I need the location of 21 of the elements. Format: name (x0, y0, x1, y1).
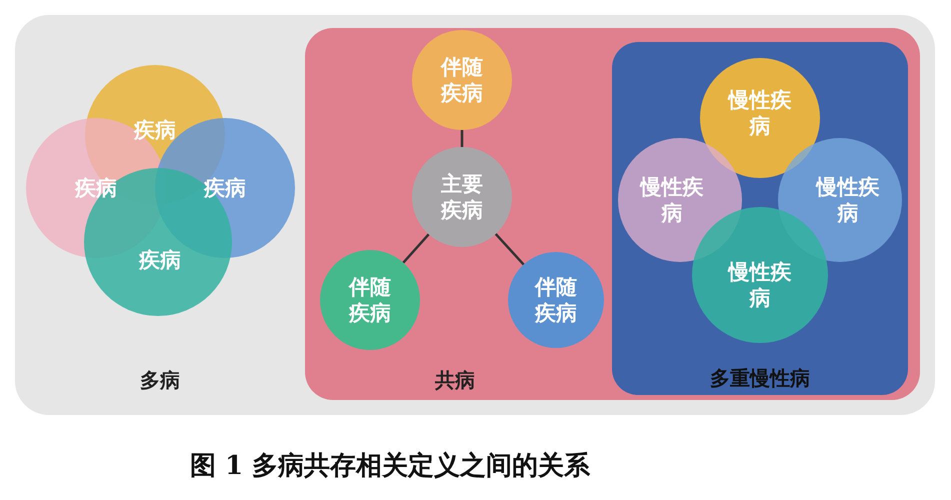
circle-label: 慢性疾病 (814, 174, 880, 226)
panel-background (305, 28, 920, 400)
panel-background (15, 15, 935, 415)
circle-label: 慢性疾病 (726, 87, 792, 139)
circle-label: 疾病 (138, 247, 182, 273)
circle-label: 慢性疾病 (638, 174, 704, 226)
circle-label: 疾病 (132, 117, 177, 143)
circle-label: 伴随疾病 (439, 54, 484, 106)
circle-label: 伴随疾病 (347, 274, 392, 326)
panel-label: 共病 (435, 367, 475, 394)
circle-label: 主要疾病 (440, 171, 484, 223)
panel-label: 多病 (140, 367, 180, 394)
circle-label: 伴随疾病 (533, 274, 578, 326)
circle-label: 慢性疾病 (726, 259, 792, 311)
connector-line (494, 233, 525, 266)
circle-label: 疾病 (202, 175, 247, 201)
panel-background (612, 42, 908, 395)
figure-caption: 图 1 多病共存相关定义之间的关系 (190, 450, 590, 483)
connector-line (460, 130, 464, 147)
panel-label: 多重慢性病 (710, 365, 810, 392)
connector-line (402, 233, 430, 264)
